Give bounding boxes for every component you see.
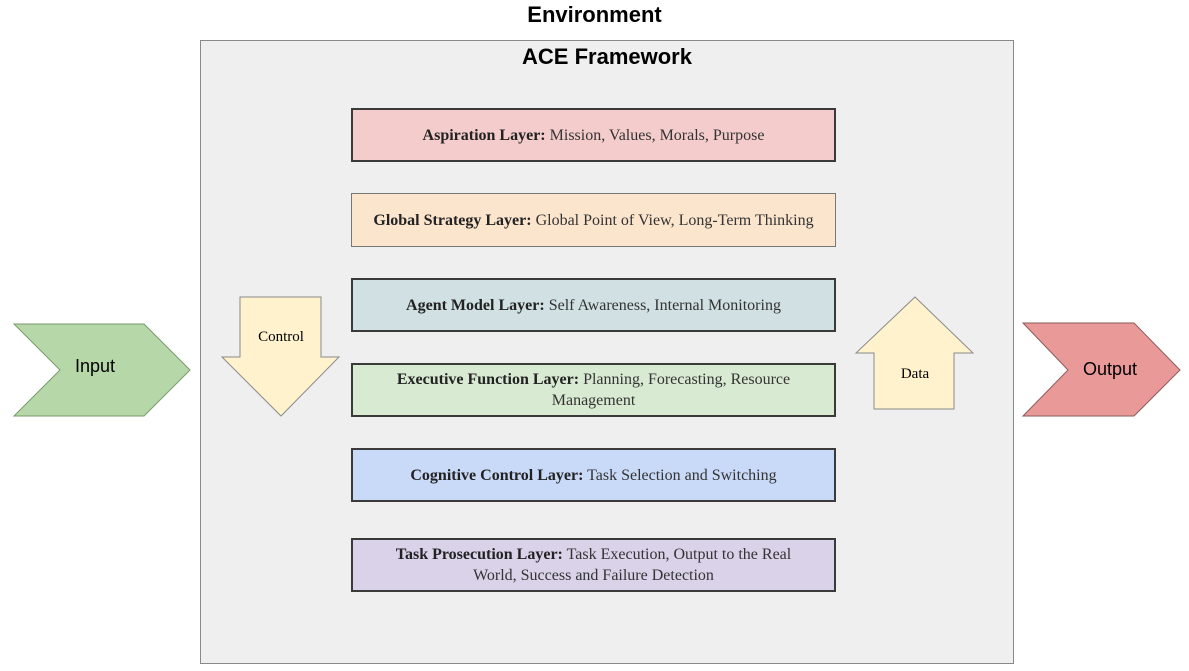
data-label: Data <box>900 366 930 382</box>
executive-function-layer-name: Executive Function Layer: <box>396 371 580 388</box>
aspiration-layer-name: Aspiration Layer: <box>422 126 546 144</box>
cognitive-control-layer: Cognitive Control Layer: Task Selection … <box>351 448 836 502</box>
environment-title: Environment <box>527 2 662 27</box>
task-prosecution-layer-desc: Task Execution, Output to the Real World… <box>473 546 792 584</box>
global-strategy-layer: Global Strategy Layer: Global Point of V… <box>351 193 836 247</box>
agent-model-layer-desc: Self Awareness, Internal Monitoring <box>544 296 781 314</box>
agent-model-layer: Agent Model Layer: Self Awareness, Inter… <box>351 278 836 332</box>
data-arrow <box>854 296 975 410</box>
input-chevron <box>12 323 191 417</box>
agent-model-layer-name: Agent Model Layer: <box>406 296 545 314</box>
control-label: Control <box>258 329 304 345</box>
executive-function-layer-desc: Planning, Forecasting, Resource Manageme… <box>551 371 791 409</box>
cognitive-control-layer-desc: Task Selection and Switching <box>583 466 777 484</box>
global-strategy-layer-desc: Global Point of View, Long-Term Thinking <box>531 211 814 229</box>
control-arrow <box>220 296 341 417</box>
global-strategy-layer-name: Global Strategy Layer: <box>373 211 532 229</box>
executive-function-layer: Executive Function Layer: Planning, Fore… <box>351 363 836 417</box>
output-chevron <box>1021 322 1181 417</box>
aspiration-layer: Aspiration Layer: Mission, Values, Moral… <box>351 108 836 162</box>
input-label: Input <box>75 356 116 376</box>
ace-framework-title: ACE Framework <box>522 44 692 69</box>
output-label: Output <box>1083 359 1138 379</box>
task-prosecution-layer-name: Task Prosecution Layer: <box>395 546 563 563</box>
task-prosecution-layer: Task Prosecution Layer: Task Execution, … <box>351 538 836 592</box>
aspiration-layer-desc: Mission, Values, Morals, Purpose <box>545 126 765 144</box>
cognitive-control-layer-name: Cognitive Control Layer: <box>410 466 584 484</box>
